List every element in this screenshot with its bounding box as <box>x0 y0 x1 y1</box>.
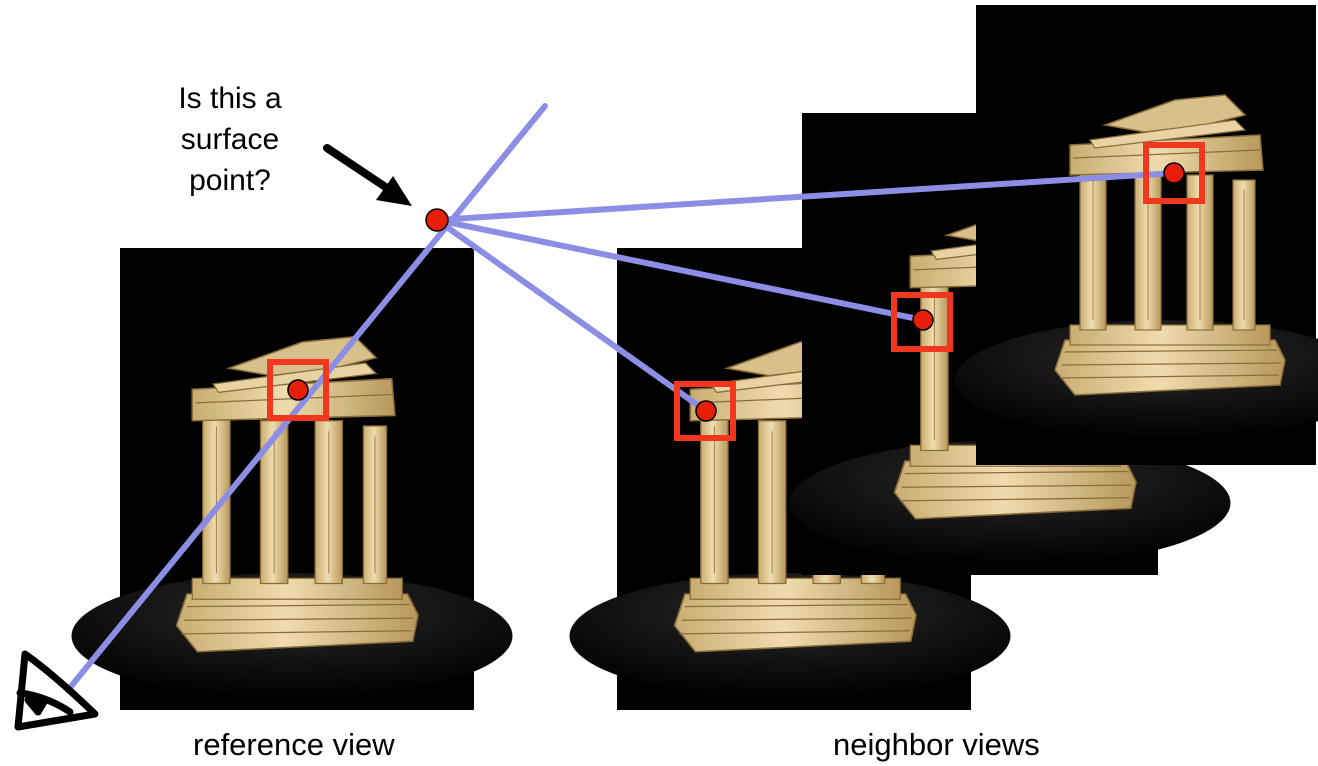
question-line-2: surface <box>180 123 280 156</box>
reference-patch-marker <box>267 359 329 421</box>
arrow-icon <box>323 144 412 206</box>
neighbor-patch-marker-3 <box>1143 142 1205 204</box>
projection-ray-3 <box>434 170 1177 223</box>
eye-icon <box>14 650 99 731</box>
neighbor-views-caption: neighbor views <box>833 727 1040 762</box>
question-line-3: point? <box>189 164 271 197</box>
hypothesized-surface-point <box>425 208 449 232</box>
surface-point-question: Is this a surface point? <box>120 78 340 201</box>
projection-ray-2 <box>434 217 926 323</box>
reference-view-caption: reference view <box>193 727 395 762</box>
reference-view-image <box>70 248 514 710</box>
neighbor-view-image-3 <box>954 5 1318 465</box>
question-line-1: Is this a <box>178 82 282 115</box>
projection-ray-1 <box>434 217 709 414</box>
neighbor-patch-marker-2 <box>891 292 953 352</box>
neighbor-patch-marker-1 <box>674 381 736 441</box>
viewing-ray <box>65 103 548 693</box>
